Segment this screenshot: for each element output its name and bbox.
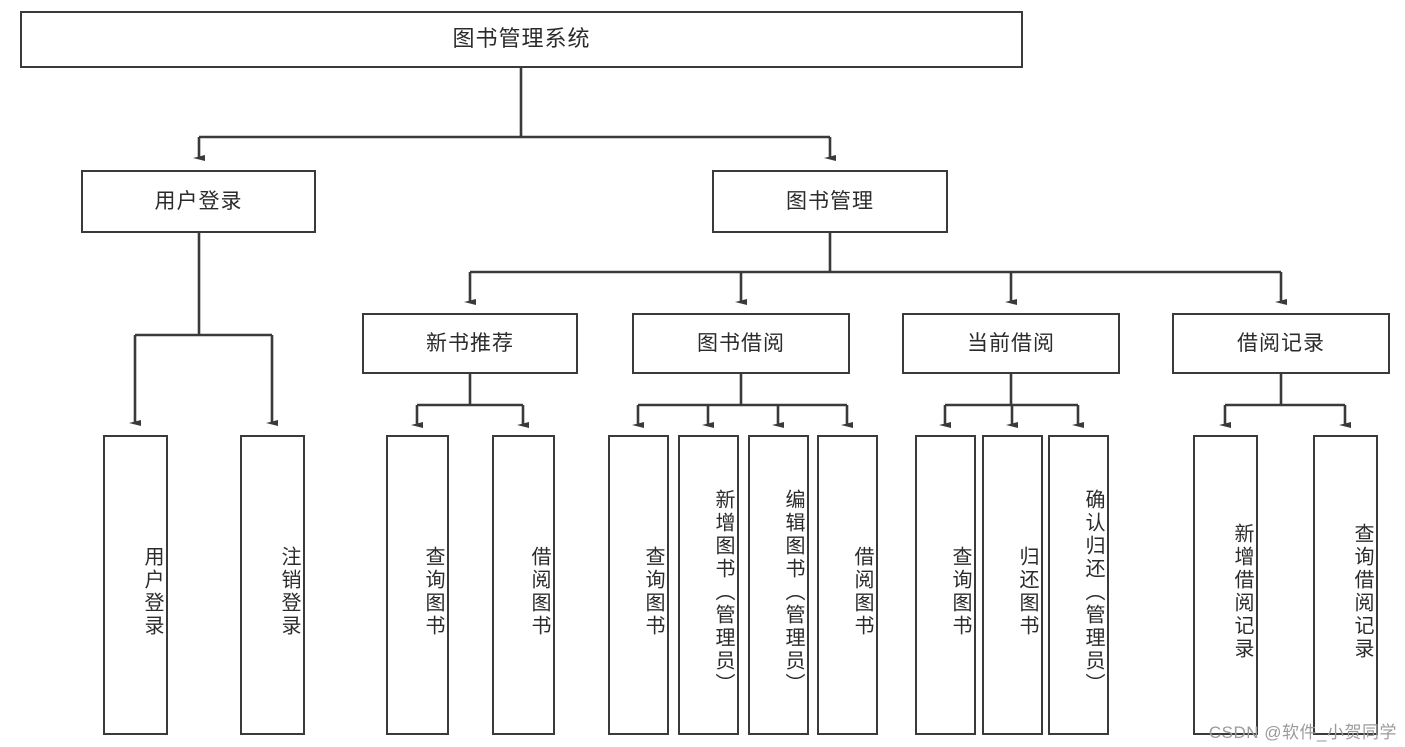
leaf-borrow-record-query[interactable]: 查询借阅记录 bbox=[1313, 435, 1378, 735]
node-new-book-recommend-label: 新书推荐 bbox=[426, 331, 514, 355]
leaf-label: 查询图书 bbox=[642, 546, 664, 638]
leaf-label: 新增图书（管理员） bbox=[712, 488, 734, 696]
node-book-borrow[interactable]: 图书借阅 bbox=[632, 313, 850, 374]
leaf-label: 借阅图书 bbox=[851, 546, 873, 638]
leaf-book-borrow-edit[interactable]: 编辑图书（管理员） bbox=[748, 435, 809, 735]
node-borrow-record[interactable]: 借阅记录 bbox=[1172, 313, 1390, 374]
leaf-new-book-borrow[interactable]: 借阅图书 bbox=[492, 435, 555, 735]
leaf-label: 注销登录 bbox=[278, 546, 300, 638]
leaf-user-login-login[interactable]: 用户登录 bbox=[103, 435, 168, 735]
leaf-label: 查询借阅记录 bbox=[1351, 523, 1373, 661]
node-book-management[interactable]: 图书管理 bbox=[712, 170, 948, 233]
leaf-current-borrow-query[interactable]: 查询图书 bbox=[915, 435, 976, 735]
node-new-book-recommend[interactable]: 新书推荐 bbox=[362, 313, 578, 374]
leaf-user-login-logout[interactable]: 注销登录 bbox=[240, 435, 305, 735]
leaf-book-borrow-query[interactable]: 查询图书 bbox=[608, 435, 669, 735]
node-book-management-label: 图书管理 bbox=[786, 189, 874, 213]
leaf-label: 归还图书 bbox=[1016, 546, 1038, 638]
leaf-label: 新增借阅记录 bbox=[1231, 523, 1253, 661]
leaf-label: 用户登录 bbox=[141, 546, 163, 638]
node-current-borrow[interactable]: 当前借阅 bbox=[902, 313, 1120, 374]
leaf-label: 借阅图书 bbox=[528, 546, 550, 638]
node-book-borrow-label: 图书借阅 bbox=[697, 331, 785, 355]
node-root-system[interactable]: 图书管理系统 bbox=[20, 11, 1023, 68]
leaf-label: 查询图书 bbox=[949, 546, 971, 638]
node-current-borrow-label: 当前借阅 bbox=[967, 331, 1055, 355]
leaf-label: 确认归还（管理员） bbox=[1082, 488, 1104, 696]
leaf-label: 编辑图书（管理员） bbox=[782, 488, 804, 696]
node-user-login[interactable]: 用户登录 bbox=[81, 170, 316, 233]
leaf-borrow-record-add[interactable]: 新增借阅记录 bbox=[1193, 435, 1258, 735]
leaf-current-borrow-confirm-return[interactable]: 确认归还（管理员） bbox=[1048, 435, 1109, 735]
leaf-current-borrow-return[interactable]: 归还图书 bbox=[982, 435, 1043, 735]
node-borrow-record-label: 借阅记录 bbox=[1237, 331, 1325, 355]
leaf-book-borrow-borrow[interactable]: 借阅图书 bbox=[817, 435, 878, 735]
leaf-new-book-query[interactable]: 查询图书 bbox=[386, 435, 449, 735]
leaf-book-borrow-add[interactable]: 新增图书（管理员） bbox=[678, 435, 739, 735]
node-root-label: 图书管理系统 bbox=[452, 26, 591, 52]
node-user-login-label: 用户登录 bbox=[154, 189, 243, 213]
leaf-label: 查询图书 bbox=[422, 546, 444, 638]
